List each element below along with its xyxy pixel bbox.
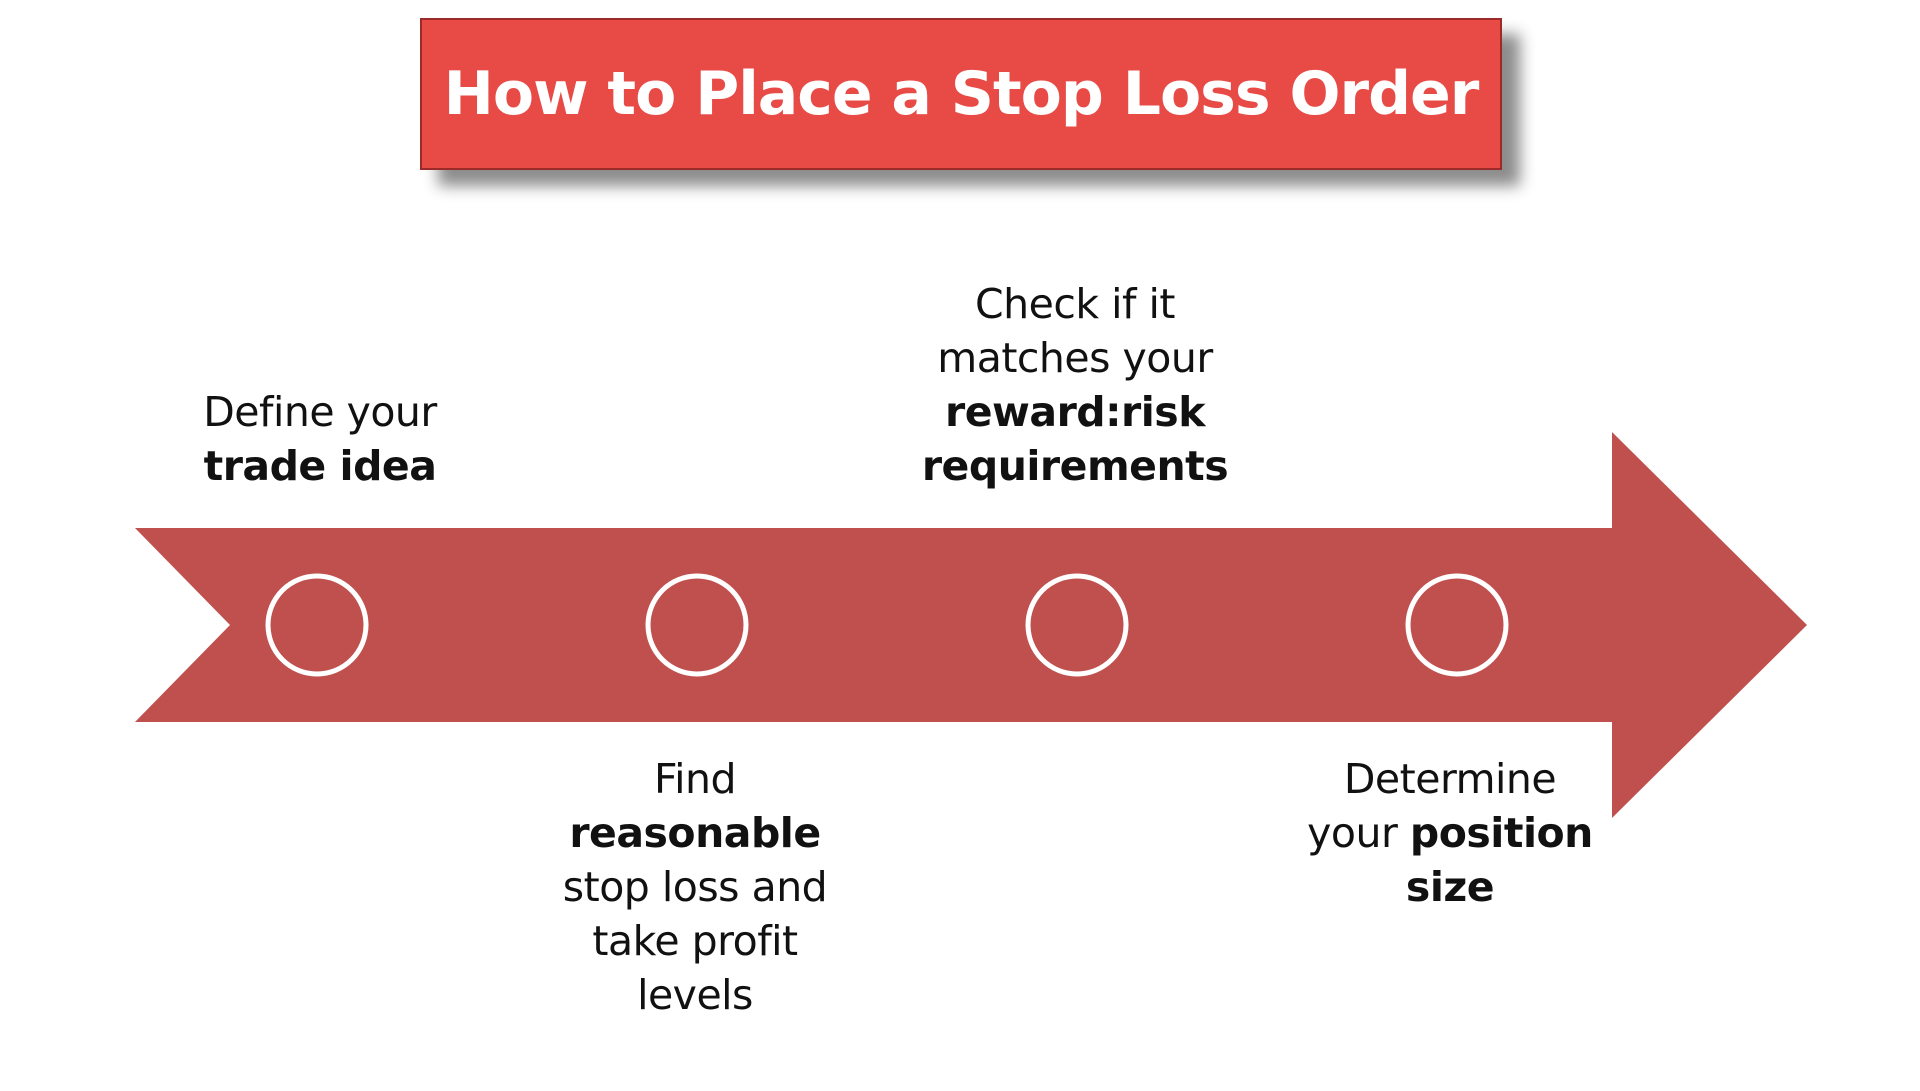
label-text: Find [653,755,737,803]
label-line: matches your [905,331,1245,385]
label-bold-text: reward:risk [945,388,1205,436]
arrow-body [135,432,1807,818]
label-line: trade idea [155,439,485,493]
label-text: Define your [203,388,437,436]
step-4-marker [1405,573,1509,677]
label-line: reasonable [525,806,865,860]
step-3-marker [1025,573,1129,677]
label-line: take profit [525,914,865,968]
label-line: size [1280,860,1620,914]
label-line: your position [1280,806,1620,860]
title-banner: How to Place a Stop Loss Order [420,18,1502,170]
label-line: Determine [1280,752,1620,806]
label-line: stop loss and [525,860,865,914]
label-line: reward:risk [905,385,1245,439]
label-line: Define your [155,385,485,439]
label-text: matches your [937,334,1213,382]
label-bold-text: trade idea [203,442,437,490]
step-2-marker [645,573,749,677]
step-3-label: Check if it matches your reward:risk requir… [905,277,1245,493]
label-line: levels [525,968,865,1022]
label-text: Check if it [975,280,1175,328]
label-line: requirements [905,439,1245,493]
label-bold-text: reasonable [569,809,821,857]
label-bold-text: requirements [921,442,1229,490]
label-text: your [1307,809,1410,857]
step-1-marker [265,573,369,677]
step-1-label: Define your trade idea [155,385,485,493]
diagram-title: How to Place a Stop Loss Order [443,59,1480,129]
label-bold-text: size [1405,863,1495,911]
label-text: Determine [1343,755,1557,803]
label-text: levels [637,971,753,1019]
label-line: Check if it [905,277,1245,331]
label-text: take profit [592,917,798,965]
step-2-label: Find reasonable stop loss and take profit le… [525,752,865,1022]
label-bold-text: position [1409,809,1593,857]
label-text: stop loss and [562,863,828,911]
label-line: Find [525,752,865,806]
